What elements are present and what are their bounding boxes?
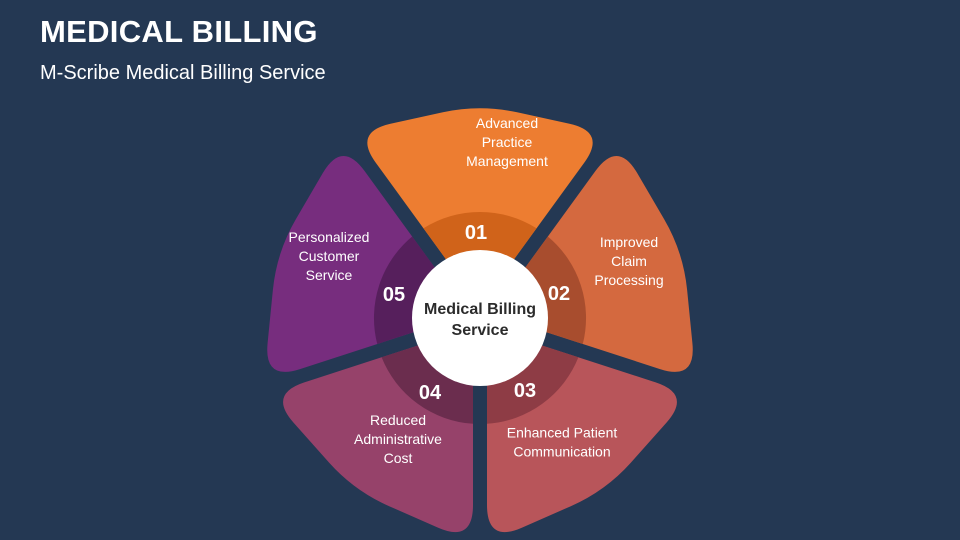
- segment-05-number: 05: [383, 284, 405, 306]
- segment-03-label-line: Enhanced Patient: [507, 425, 618, 441]
- segment-02-label-line: Claim: [611, 253, 647, 269]
- segment-01-label-line: Practice: [482, 134, 533, 150]
- segment-05-label-line: Service: [306, 267, 353, 283]
- segment-01-number: 01: [465, 222, 487, 244]
- segment-05-label-line: Personalized: [289, 229, 370, 245]
- center-label-line-2: Service: [452, 322, 509, 339]
- segment-01-label-line: Advanced: [476, 115, 538, 131]
- segment-04-number: 04: [419, 382, 442, 404]
- center-circle: [412, 250, 548, 386]
- segment-04-label-line: Reduced: [370, 412, 426, 428]
- segment-03-label-line: Communication: [513, 444, 610, 460]
- segment-02-number: 02: [548, 283, 570, 305]
- center-label-line-1: Medical Billing: [424, 301, 536, 318]
- segment-01-label-line: Management: [466, 153, 548, 169]
- slide-title: MEDICAL BILLING: [40, 14, 318, 49]
- segment-01: [367, 108, 593, 314]
- segment-02-label-line: Processing: [594, 272, 663, 288]
- segment-03-number: 03: [514, 380, 536, 402]
- slide-subtitle: M-Scribe Medical Billing Service: [40, 62, 326, 84]
- segment-05-label-line: Customer: [299, 248, 360, 264]
- segment-04-label-line: Cost: [384, 450, 413, 466]
- segment-02-label-line: Improved: [600, 234, 658, 250]
- segment-04-label-line: Administrative: [354, 431, 442, 447]
- center-hub: Medical Billing Service: [412, 250, 548, 386]
